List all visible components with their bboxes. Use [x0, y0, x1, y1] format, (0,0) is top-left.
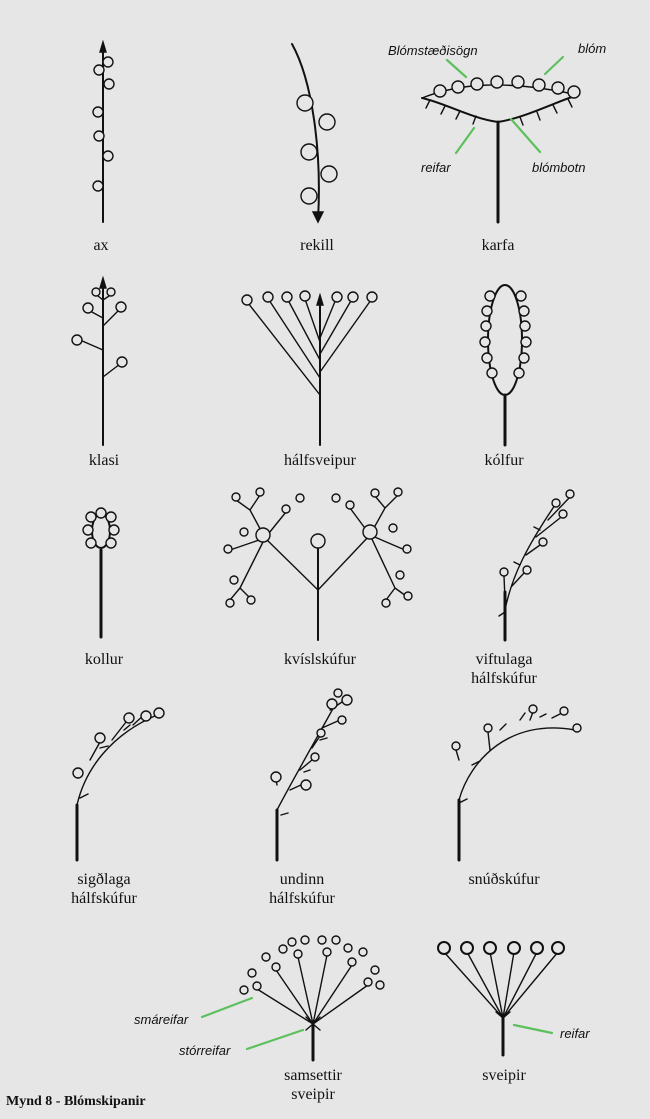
karfa-drawing — [422, 57, 580, 222]
label-sigdlaga-2: hálfskúfur — [24, 889, 184, 908]
kollur-drawing — [83, 508, 119, 637]
label-undinn-1: undinn — [222, 870, 382, 889]
rekill-drawing — [292, 44, 337, 222]
label-karfa: karfa — [418, 236, 578, 255]
label-rekill: rekill — [237, 236, 397, 255]
label-kolfur: kólfur — [424, 451, 584, 470]
samsettir-drawing — [202, 936, 384, 1060]
kvislskufur-drawing — [224, 488, 412, 640]
label-undinn-2: hálfskúfur — [222, 889, 382, 908]
annotation-blomstaedisogn: Blómstæðisögn — [388, 43, 478, 58]
figure-caption: Mynd 8 - Blómskipanir — [6, 1094, 146, 1110]
snudskufur-drawing — [452, 705, 581, 860]
annotation-reifar-karfa: reifar — [421, 160, 451, 175]
ax-drawing — [93, 42, 114, 222]
undinn-drawing — [271, 689, 352, 860]
label-ax: ax — [21, 236, 181, 255]
kolfur-drawing — [480, 285, 531, 445]
label-viftulaga-2: hálfskúfur — [424, 669, 584, 688]
annotation-storreifar: stórreifar — [179, 1043, 230, 1058]
label-snudskufur: snúðskúfur — [424, 870, 584, 889]
annotation-blom: blóm — [578, 41, 606, 56]
label-sveipir: sveipir — [424, 1066, 584, 1085]
viftulaga-drawing — [499, 490, 574, 640]
label-sigdlaga-1: sigðlaga — [24, 870, 184, 889]
label-klasi: klasi — [24, 451, 184, 470]
klasi-drawing — [72, 278, 127, 445]
label-samsettir-1: samsettir — [233, 1066, 393, 1085]
label-samsettir-2: sveipir — [233, 1085, 393, 1104]
annotation-smareifar: smáreifar — [134, 1012, 188, 1027]
label-halfsveipur: hálfsveipur — [240, 451, 400, 470]
label-viftulaga-1: viftulaga — [424, 650, 584, 669]
annotation-reifar-sveipir: reifar — [560, 1026, 590, 1041]
sveipir-drawing — [438, 942, 564, 1055]
sigdlaga-drawing — [73, 708, 164, 860]
annotation-blombotn: blómbotn — [532, 160, 585, 175]
halfsveipur-drawing — [242, 291, 377, 445]
label-kollur: kollur — [24, 650, 184, 669]
label-kvislskufur: kvíslskúfur — [240, 650, 400, 669]
